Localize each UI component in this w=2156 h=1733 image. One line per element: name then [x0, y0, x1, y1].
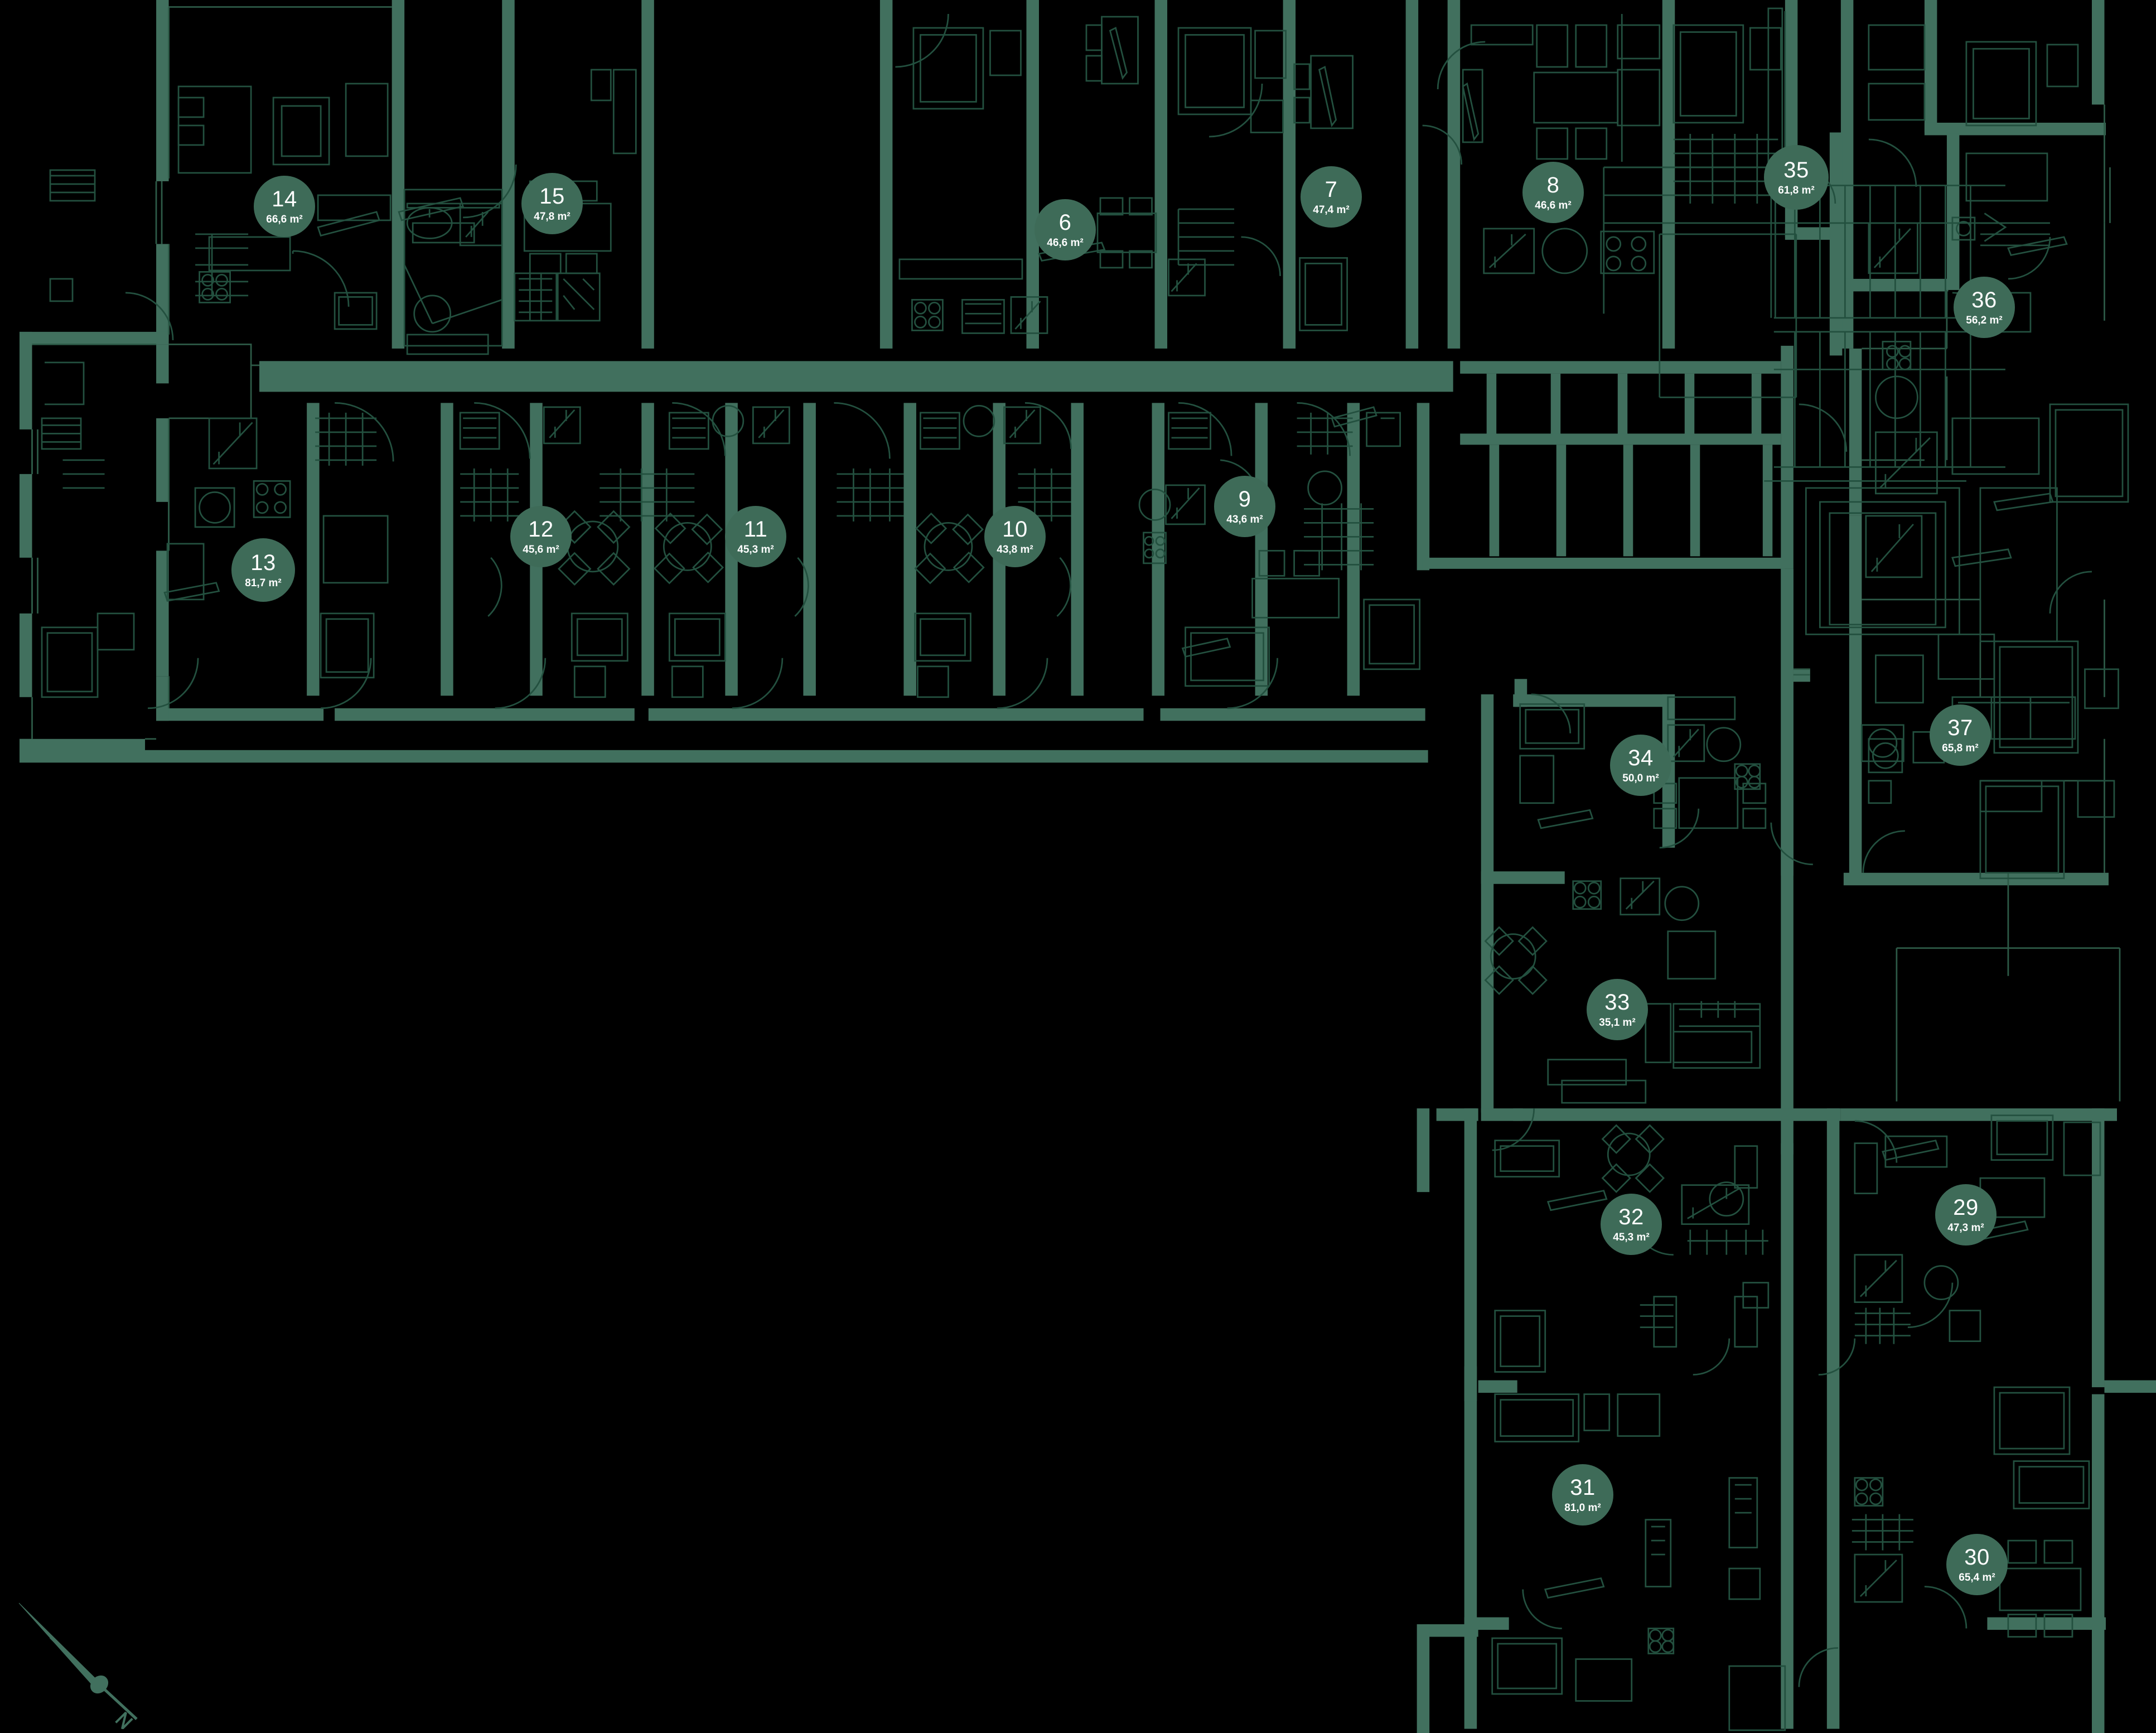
unit-marker-6[interactable]: 6 46,6 m² — [1035, 199, 1096, 260]
unit-area: 65,4 m² — [1959, 1572, 1995, 1584]
unit-marker-7[interactable]: 7 47,4 m² — [1301, 166, 1362, 228]
furniture-detail — [41, 16, 2129, 1731]
unit-area: 46,6 m² — [1535, 200, 1572, 211]
unit-number: 34 — [1628, 746, 1654, 770]
unit-marker-37[interactable]: 37 65,8 m² — [1930, 704, 1991, 766]
unit-number: 10 — [1002, 517, 1028, 542]
unit-marker-30[interactable]: 30 65,4 m² — [1946, 1534, 2008, 1595]
unit-number: 9 — [1238, 487, 1251, 511]
unit-area: 47,8 m² — [534, 211, 571, 223]
unit-number: 11 — [743, 517, 768, 542]
unit-marker-34[interactable]: 34 50,0 m² — [1610, 735, 1671, 796]
unit-area: 66,6 m² — [266, 214, 303, 225]
unit-area: 43,6 m² — [1226, 514, 1263, 525]
unit-area: 45,6 m² — [523, 544, 559, 556]
unit-area: 45,3 m² — [1613, 1232, 1650, 1243]
unit-number: 13 — [250, 551, 276, 575]
unit-area: 56,2 m² — [1966, 315, 2003, 326]
unit-marker-14[interactable]: 14 66,6 m² — [254, 176, 315, 237]
unit-area: 47,4 m² — [1313, 204, 1350, 216]
unit-area: 81,0 m² — [1564, 1502, 1601, 1514]
unit-number: 30 — [1964, 1545, 1990, 1570]
unit-area: 50,0 m² — [1622, 773, 1659, 784]
unit-marker-31[interactable]: 31 81,0 m² — [1552, 1464, 1613, 1526]
unit-number: 12 — [528, 517, 554, 542]
unit-marker-11[interactable]: 11 45,3 m² — [725, 506, 786, 567]
unit-number: 6 — [1058, 210, 1072, 235]
unit-marker-35[interactable]: 35 61,8 m² — [1764, 145, 1829, 210]
unit-marker-33[interactable]: 33 35,1 m² — [1587, 979, 1648, 1040]
unit-marker-15[interactable]: 15 47,8 m² — [521, 173, 583, 234]
unit-area: 65,8 m² — [1942, 742, 1979, 754]
window-openings — [31, 167, 2111, 676]
unit-area: 43,8 m² — [997, 544, 1033, 556]
unit-marker-29[interactable]: 29 47,3 m² — [1935, 1184, 1997, 1246]
unit-area: 35,1 m² — [1599, 1017, 1636, 1029]
unit-marker-13[interactable]: 13 81,7 m² — [231, 538, 295, 602]
unit-marker-12[interactable]: 12 45,6 m² — [510, 506, 572, 567]
unit-area: 47,3 m² — [1947, 1222, 1984, 1234]
unit-area: 45,3 m² — [737, 544, 774, 556]
unit-number: 14 — [272, 187, 297, 211]
unit-number: 37 — [1947, 716, 1973, 740]
unit-area: 81,7 m² — [245, 577, 282, 589]
unit-marker-10[interactable]: 10 43,8 m² — [984, 506, 1046, 567]
unit-number: 8 — [1546, 173, 1560, 197]
unit-area: 46,6 m² — [1047, 237, 1084, 249]
unit-number: 15 — [539, 184, 565, 209]
unit-number: 36 — [1971, 288, 1997, 312]
unit-number: 35 — [1783, 158, 1809, 182]
unit-number: 7 — [1324, 177, 1338, 202]
unit-number: 29 — [1953, 1195, 1979, 1220]
unit-area: 61,8 m² — [1778, 185, 1815, 196]
unit-marker-9[interactable]: 9 43,6 m² — [1214, 476, 1275, 537]
unit-number: 33 — [1604, 990, 1630, 1015]
unit-marker-32[interactable]: 32 45,3 m² — [1601, 1194, 1662, 1255]
unit-number: 31 — [1570, 1475, 1596, 1500]
unit-marker-36[interactable]: 36 56,2 m² — [1954, 277, 2015, 338]
north-arrow — [18, 1602, 138, 1729]
unit-marker-8[interactable]: 8 46,6 m² — [1522, 162, 1584, 223]
unit-number: 32 — [1618, 1205, 1644, 1229]
